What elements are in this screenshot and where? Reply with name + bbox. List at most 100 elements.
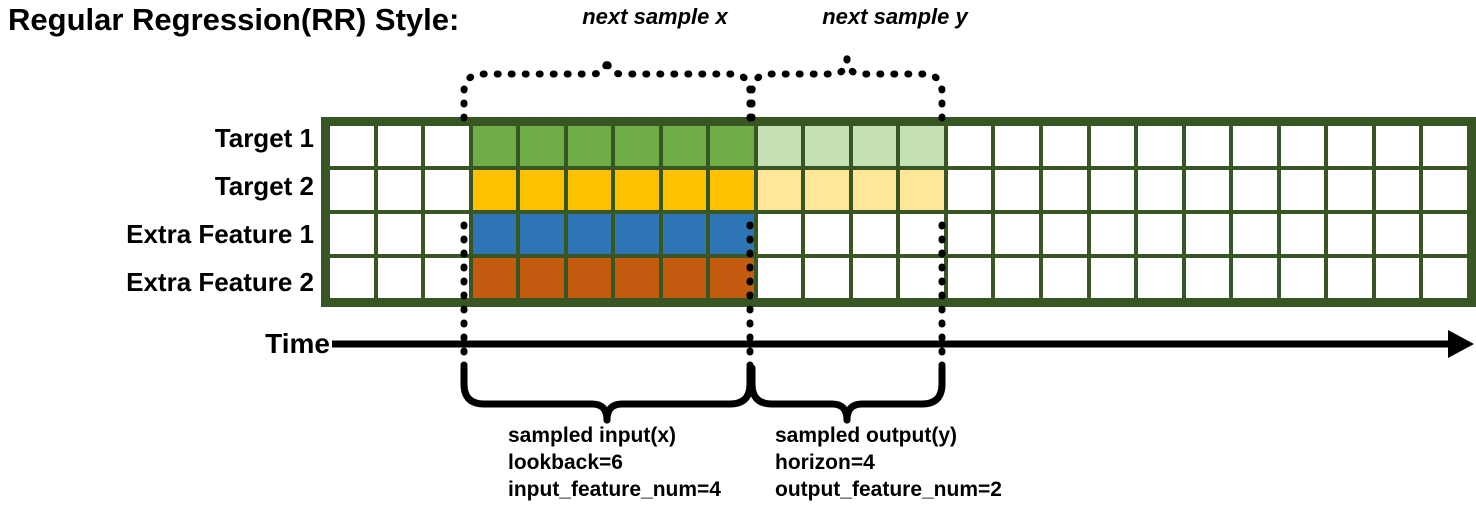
- grid-cell-extra-feature-2-17-blank: [1138, 258, 1182, 298]
- brace-bottom-sampled-input-right: [603, 364, 754, 424]
- grid-cell-target-2-15-blank: [1042, 170, 1087, 210]
- grid-cell-target-2-9-output: [757, 170, 802, 210]
- grid-cell-target-2-3-input: [472, 170, 517, 210]
- grid-cell-target-2-21-blank: [1328, 170, 1372, 210]
- grid-cell-target-2-5-input: [567, 170, 612, 210]
- grid-cell-target-2-2-blank: [425, 170, 469, 210]
- grid-cell-extra-feature-2-13-blank: [947, 258, 992, 298]
- grid-cell-target-1-17-blank: [1138, 126, 1182, 166]
- sampled-output-horizon: horizon=4: [775, 450, 875, 474]
- grid-cell-extra-feature-1-18-blank: [1185, 214, 1230, 254]
- grid-cell-extra-feature-1-19-blank: [1233, 214, 1277, 254]
- row-label-extra-feature-2: Extra Feature 2: [126, 267, 314, 297]
- sampled-input-lookback: lookback=6: [508, 450, 623, 474]
- page-title: Regular Regression(RR) Style:: [8, 2, 460, 37]
- grid-cell-target-2-23-blank: [1423, 170, 1467, 210]
- grid-cell-extra-feature-1-9-blank: [757, 214, 802, 254]
- grid-cell-target-2-6-input: [615, 170, 659, 210]
- grid-cell-target-1-14-blank: [995, 126, 1039, 166]
- grid-cell-extra-feature-2-5-input: [567, 258, 612, 298]
- grid-cell-extra-feature-1-6-input: [615, 214, 659, 254]
- grid-cell-target-2-8-input: [710, 170, 754, 210]
- brace-label-next-sample-x: next sample x: [582, 4, 728, 29]
- grid-cell-target-1-21-blank: [1328, 126, 1372, 166]
- grid-cell-extra-feature-2-2-blank: [425, 258, 469, 298]
- grid-cell-target-2-17-blank: [1138, 170, 1182, 210]
- brace-top-next-sample-x-left: [460, 54, 611, 122]
- grid-cell-extra-feature-1-20-blank: [1280, 214, 1325, 254]
- grid-cell-extra-feature-2-19-blank: [1233, 258, 1277, 298]
- grid-cell-extra-feature-1-3-input: [472, 214, 517, 254]
- grid-cell-target-1-9-output: [757, 126, 802, 166]
- brace-top-next-sample-y-right: [843, 54, 946, 122]
- grid-cell-extra-feature-2-7-input: [662, 258, 707, 298]
- brace-bottom-sampled-input-left: [460, 364, 611, 424]
- grid-cell-target-1-1-blank: [377, 126, 422, 166]
- grid-cell-target-2-4-input: [520, 170, 564, 210]
- grid-cell-target-2-16-blank: [1090, 170, 1135, 210]
- grid-cell-extra-feature-1-12-blank: [900, 214, 944, 254]
- brace-top-next-sample-y-left: [748, 54, 851, 122]
- grid-cell-extra-feature-2-6-input: [615, 258, 659, 298]
- grid-table: [326, 122, 1471, 302]
- grid-cell-target-1-10-output: [805, 126, 849, 166]
- grid-cell-target-1-2-blank: [425, 126, 469, 166]
- grid-cell-target-2-11-output: [852, 170, 897, 210]
- grid-cell-target-1-19-blank: [1233, 126, 1277, 166]
- grid-cell-extra-feature-2-21-blank: [1328, 258, 1372, 298]
- brace-bottom-sampled-output-right: [843, 364, 946, 424]
- grid-cell-extra-feature-1-10-blank: [805, 214, 849, 254]
- grid-cell-extra-feature-1-8-input: [710, 214, 754, 254]
- timeseries-grid: [321, 117, 1476, 307]
- grid-cell-extra-feature-1-5-input: [567, 214, 612, 254]
- grid-cell-target-1-16-blank: [1090, 126, 1135, 166]
- time-axis-arrowhead: [1448, 330, 1474, 358]
- grid-cell-target-1-5-input: [567, 126, 612, 166]
- grid-cell-extra-feature-1-14-blank: [995, 214, 1039, 254]
- grid-cell-extra-feature-2-9-blank: [757, 258, 802, 298]
- grid-cell-target-2-13-blank: [947, 170, 992, 210]
- grid-cell-target-2-19-blank: [1233, 170, 1277, 210]
- grid-cell-target-1-8-input: [710, 126, 754, 166]
- sampled-input-title: sampled input(x): [508, 424, 677, 447]
- sampled-output-title: sampled output(y): [775, 424, 957, 447]
- grid-cell-extra-feature-2-10-blank: [805, 258, 849, 298]
- row-label-extra-feature-1: Extra Feature 1: [126, 219, 314, 249]
- grid-cell-extra-feature-1-15-blank: [1042, 214, 1087, 254]
- grid-cell-target-1-7-input: [662, 126, 707, 166]
- row-label-column: Target 1 Target 2 Extra Feature 1 Extra …: [40, 118, 314, 310]
- grid-row-extra-feature-2: [330, 258, 1467, 298]
- sampled-output-featurenum: output_feature_num=2: [775, 477, 1002, 501]
- grid-cell-extra-feature-1-2-blank: [425, 214, 469, 254]
- grid-cell-target-1-12-output: [900, 126, 944, 166]
- grid-cell-target-2-10-output: [805, 170, 849, 210]
- grid-cell-extra-feature-2-12-blank: [900, 258, 944, 298]
- grid-cell-extra-feature-2-16-blank: [1090, 258, 1135, 298]
- grid-cell-extra-feature-2-1-blank: [377, 258, 422, 298]
- grid-cell-extra-feature-2-11-blank: [852, 258, 897, 298]
- grid-cell-target-2-0-blank: [330, 170, 374, 210]
- grid-cell-extra-feature-2-3-input: [472, 258, 517, 298]
- grid-cell-extra-feature-2-18-blank: [1185, 258, 1230, 298]
- grid-cell-extra-feature-1-23-blank: [1423, 214, 1467, 254]
- grid-cell-target-1-3-input: [472, 126, 517, 166]
- brace-label-next-sample-y: next sample y: [822, 4, 968, 29]
- brace-bottom-sampled-output-left: [748, 364, 851, 424]
- grid-cell-extra-feature-1-21-blank: [1328, 214, 1372, 254]
- grid-cell-target-1-0-blank: [330, 126, 374, 166]
- grid-cell-target-2-18-blank: [1185, 170, 1230, 210]
- row-label-target-2: Target 2: [214, 171, 314, 201]
- grid-cell-target-2-7-input: [662, 170, 707, 210]
- row-label-target-1: Target 1: [214, 123, 314, 153]
- grid-cell-target-1-11-output: [852, 126, 897, 166]
- grid-cell-target-1-13-blank: [947, 126, 992, 166]
- grid-cell-extra-feature-2-22-blank: [1375, 258, 1420, 298]
- grid-cell-extra-feature-1-16-blank: [1090, 214, 1135, 254]
- grid-cell-extra-feature-1-22-blank: [1375, 214, 1420, 254]
- grid-cell-target-2-20-blank: [1280, 170, 1325, 210]
- grid-cell-target-2-14-blank: [995, 170, 1039, 210]
- grid-cell-extra-feature-2-15-blank: [1042, 258, 1087, 298]
- grid-cell-target-1-20-blank: [1280, 126, 1325, 166]
- grid-cell-target-2-12-output: [900, 170, 944, 210]
